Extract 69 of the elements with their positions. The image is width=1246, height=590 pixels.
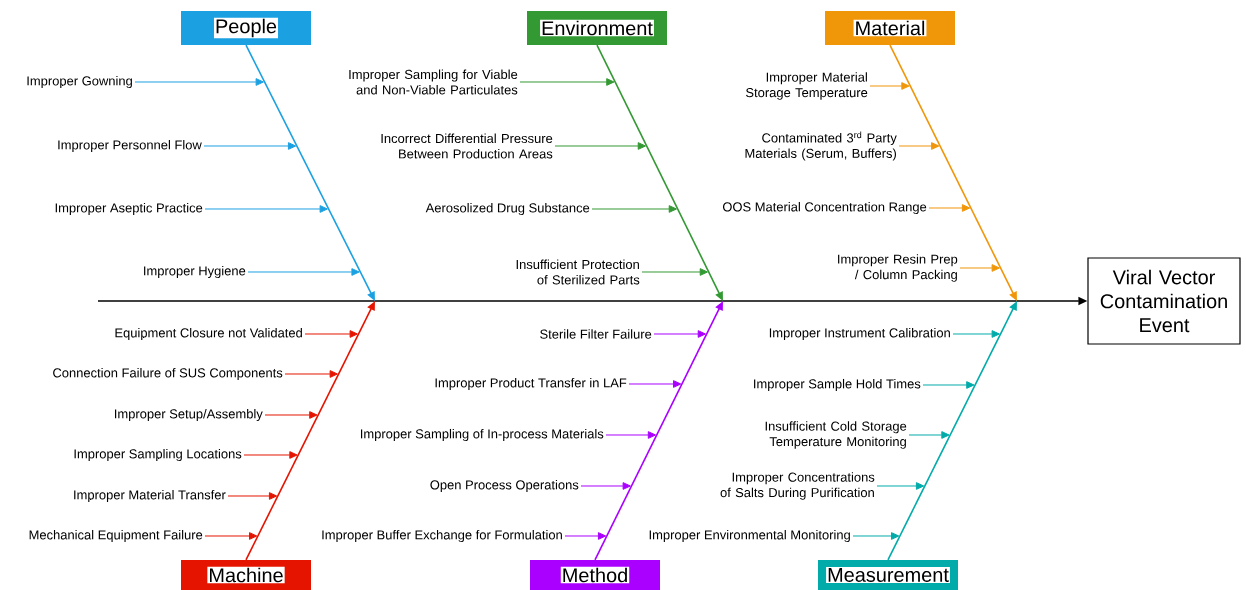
cause-label: Improper Hygiene bbox=[144, 265, 246, 279]
category-box: Material bbox=[825, 11, 955, 45]
cause-label: Improper Product Transfer in LAF bbox=[435, 377, 627, 391]
cause-label: Improper Environmental Monitoring bbox=[649, 529, 850, 543]
arrow bbox=[928, 204, 971, 212]
cause-label: Improper Resin Prep / Column Packing bbox=[838, 254, 958, 282]
arrow bbox=[908, 431, 950, 439]
category-box: Measurement bbox=[818, 560, 958, 590]
bone-arrow bbox=[887, 301, 1017, 561]
bone-arrow bbox=[245, 44, 375, 301]
arrow bbox=[869, 82, 910, 90]
arrow bbox=[898, 142, 940, 150]
cause-label: Mechanical Equipment Failure bbox=[29, 529, 203, 543]
arrow bbox=[264, 411, 318, 419]
cause-label: Contaminated 3$^{rd}$ Party Materials (Serum, Buffers) bbox=[745, 131, 897, 161]
cause-label: Equipment Closure not Validated bbox=[115, 327, 302, 341]
cause-label: Improper Buffer Exchange for Formulation bbox=[322, 529, 562, 543]
cause-label: Improper Instrument Calibration bbox=[769, 327, 950, 341]
arrow bbox=[922, 381, 975, 389]
cause-label: Aerosolized Drug Substance bbox=[425, 202, 590, 216]
arrow bbox=[852, 532, 900, 540]
arrow bbox=[876, 482, 925, 490]
effect-box: Viral Vector Contamination Event bbox=[1087, 257, 1241, 345]
arrow bbox=[959, 264, 1000, 272]
arrow bbox=[952, 330, 1000, 338]
category-box: Environment bbox=[527, 11, 667, 45]
arrow bbox=[284, 370, 338, 378]
cause-label: Improper Material Storage Temperature bbox=[746, 72, 868, 100]
cause-label: Insufficient Cold Storage Temperature Monitoring bbox=[765, 421, 907, 449]
arrow bbox=[628, 380, 682, 388]
arrow bbox=[591, 205, 677, 213]
bone-arrow bbox=[245, 301, 375, 561]
cause-label: Improper Sampling Locations bbox=[74, 448, 242, 462]
bone-arrow bbox=[596, 44, 723, 301]
arrow bbox=[204, 205, 328, 213]
cause-label: Improper Gowning bbox=[27, 75, 132, 89]
arrow bbox=[204, 532, 258, 540]
arrow bbox=[247, 268, 360, 276]
cause-label: Open Process Operations bbox=[430, 479, 579, 493]
cause-label: Improper Personnel Flow bbox=[58, 139, 202, 153]
arrow bbox=[203, 142, 297, 150]
arrow bbox=[605, 431, 657, 439]
arrow bbox=[227, 492, 278, 500]
arrow bbox=[554, 142, 646, 150]
arrow bbox=[134, 78, 264, 86]
arrow bbox=[580, 482, 631, 490]
cause-label: Connection Failure of SUS Components bbox=[53, 367, 283, 381]
cause-label: Improper Sample Hold Times bbox=[754, 378, 921, 392]
category-box: Machine bbox=[181, 560, 311, 590]
arrow bbox=[564, 532, 607, 540]
cause-label: Incorrect Differential Pressure Between Production Areas bbox=[381, 133, 553, 159]
arrow bbox=[243, 451, 298, 459]
cause-label: Improper Aseptic Practice bbox=[55, 202, 203, 216]
arrow bbox=[653, 330, 706, 338]
cause-label: Improper Material Transfer bbox=[74, 489, 226, 503]
cause-label: Improper Concentrations of Salts During Purification bbox=[720, 472, 875, 500]
arrow bbox=[519, 78, 615, 86]
arrow bbox=[641, 268, 708, 276]
category-box: People bbox=[181, 11, 311, 45]
cause-label: Insufficient Protection of Sterilized Parts bbox=[516, 259, 640, 285]
category-box: Method bbox=[530, 560, 660, 590]
cause-label: Improper Setup/Assembly bbox=[115, 408, 263, 422]
cause-label: Improper Sampling for Viable and Non-Viable Particulates bbox=[349, 69, 518, 95]
bone-arrow bbox=[889, 44, 1017, 301]
cause-label: OOS Material Concentration Range bbox=[722, 201, 927, 215]
bone-arrow bbox=[594, 301, 723, 561]
cause-label: Sterile Filter Failure bbox=[540, 329, 652, 339]
arrow bbox=[304, 330, 358, 338]
cause-label: Improper Sampling of In-process Materials bbox=[361, 428, 604, 442]
